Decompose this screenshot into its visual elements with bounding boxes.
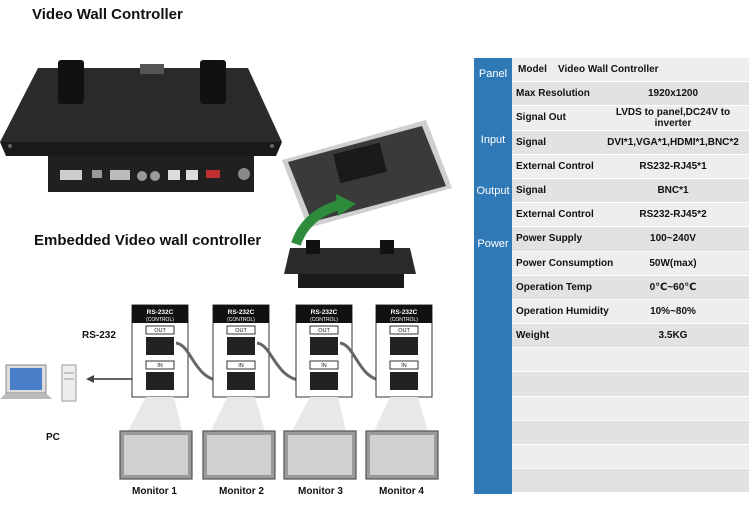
module-title: RS-232C [147,309,174,316]
spec-row: External Control RS232-RJ45*1 [512,154,749,179]
spec-key: External Control [516,160,594,172]
tower-icon [61,364,77,402]
spec-row [512,469,749,494]
spec-value: LVDS to panel,DC24V to inverter [615,106,731,129]
module-title: RS-232C [391,309,418,316]
spec-sidebar: Panel Input Output Power [474,58,512,494]
spec-row: Signal Out LVDS to panel,DC24V to inverte… [512,106,749,131]
monitor-icon [365,430,439,480]
spec-table: Panel Input Output Power Model Video Wall… [474,58,749,494]
monitor-1-label: Monitor 1 [132,486,177,497]
spec-row: Signal DVI*1,VGA*1,HDMI*1,BNC*2 [512,130,749,155]
out-label: OUT [318,328,330,334]
section-title-embedded: Embedded Video wall controller [34,232,262,249]
controller-photo [0,60,282,192]
spec-row: Power Consumption 50W(max) [512,251,749,276]
spec-key: External Control [516,209,594,221]
spec-key: Power Supply [516,233,583,245]
spec-value: DVI*1,VGA*1,HDMI*1,BNC*2 [607,136,739,148]
out-label: OUT [235,328,247,334]
in-label: IN [321,363,327,369]
spec-key: Signal [516,185,547,197]
monitor-2-label: Monitor 2 [219,486,264,497]
sidebar-label-panel: Panel [478,68,508,80]
module-subtitle: (CONTROL) [310,317,338,323]
spec-row: Signal BNC*1 [512,178,749,204]
spec-key: Power Consumption [516,257,614,269]
control-module: RS-232C(CONTROL) OUT IN [212,304,270,398]
spec-value: 0℃~60℃ [649,281,697,293]
monitor-icon [283,430,357,480]
module-title: RS-232C [228,309,255,316]
beam [128,397,182,431]
spec-key: Model [518,64,547,76]
spec-row: Operation Humidity 10%~80% [512,299,749,325]
spec-row: Operation Temp 0℃~60℃ [512,275,749,300]
out-label: OUT [398,328,410,334]
spec-key: Operation Temp [516,281,592,293]
out-label: OUT [154,328,166,334]
spec-row: Power Supply 100~240V [512,227,749,252]
in-label: IN [401,363,407,369]
in-label: IN [157,363,163,369]
sidebar-label-power: Power [477,238,509,250]
spec-row [512,445,749,470]
control-module: RS-232C(CONTROL) OUT IN [295,304,353,398]
module-subtitle: (CONTROL) [146,317,174,323]
module-title: RS-232C [311,309,338,316]
monitor-4-label: Monitor 4 [379,486,424,497]
pc-label: PC [46,432,60,443]
spec-row: Weight 3.5KG [512,324,749,349]
spec-value: Video Wall Controller [558,64,659,76]
in-label: IN [238,363,244,369]
sidebar-label-output: Output [476,185,510,197]
module-subtitle: (CONTROL) [390,317,418,323]
page-title: Video Wall Controller [32,6,183,23]
spec-value: RS232-RJ45*1 [639,160,707,172]
embedded-panel-photo [282,120,452,288]
spec-value: 100~240V [650,233,696,245]
spec-key: Operation Humidity [516,305,609,317]
spec-value: RS232-RJ45*2 [639,209,707,221]
spec-key: Signal [516,136,547,148]
monitor-3-label: Monitor 3 [298,486,343,497]
spec-row: External Control RS232-RJ45*2 [512,203,749,228]
spec-row: Model Video Wall Controller [512,58,749,83]
spec-row [512,372,749,397]
beam [211,397,265,431]
rs232-label: RS-232 [82,330,116,341]
beam [374,397,428,431]
connection-diagram: RS-232C(CONTROL)OUTINRS-232C(CONTROL)OUT… [0,304,439,480]
control-module: RS-232C(CONTROL) OUT IN [131,304,189,398]
control-module: RS-232C(CONTROL) OUT IN [375,304,433,398]
spec-key: Max Resolution [516,88,590,100]
spec-value: 1920x1200 [647,88,699,100]
spec-value: 10%~80% [650,305,696,317]
spec-row: Max Resolution 1920x1200 [512,82,749,107]
sidebar-label-input: Input [480,134,506,146]
spec-row [512,420,749,445]
module-subtitle: (CONTROL) [227,317,255,323]
spec-key: Weight [516,330,550,342]
spec-value: 3.5KG [658,330,688,342]
spec-row [512,396,749,421]
spec-key: Signal Out [516,112,566,124]
monitor-icon [202,430,276,480]
monitor-icon [119,430,193,480]
laptop-icon [0,364,52,399]
spec-value: 50W(max) [649,257,697,269]
spec-value: BNC*1 [657,185,689,197]
beam [292,397,346,431]
spec-row [512,348,749,373]
